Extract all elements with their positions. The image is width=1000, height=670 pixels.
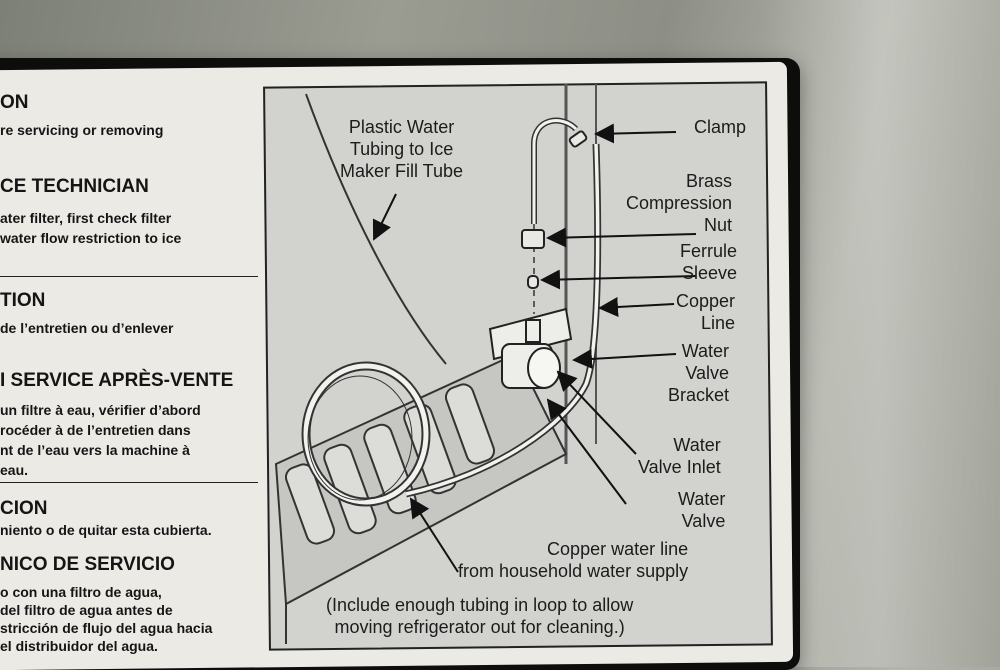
warning-line: el distribuidor del agua. (0, 638, 158, 654)
arrow-clamp (594, 123, 677, 144)
arrow-water-valve (546, 398, 627, 505)
warning-line: del filtro de agua antes de (0, 602, 173, 618)
arrow-brass-nut (546, 227, 697, 248)
divider (0, 276, 258, 277)
warning-line: de l’entretien ou d’enlever (0, 320, 174, 336)
warning-line: nt de l’eau vers la machine à (0, 442, 190, 458)
warning-heading: CION (0, 498, 48, 519)
warning-line: ater filter, first check filter (0, 210, 172, 226)
plastic-tubing (531, 117, 579, 224)
clamp (568, 130, 588, 148)
warning-line: rocéder à de l’entretien dans (0, 422, 191, 438)
warning-line: un filtre à eau, vérifier d’abord (0, 402, 201, 418)
water-line-diagram (274, 84, 697, 644)
warning-heading: ON (0, 92, 29, 113)
water-valve-inlet (527, 347, 561, 389)
warning-heading: TION (0, 290, 46, 311)
warning-heading: I SERVICE APRÈS-VENTE (0, 370, 234, 391)
warning-line: niento o de quitar esta cubierta. (0, 522, 212, 538)
warning-heading: CE TECHNICIAN (0, 176, 149, 197)
warning-line: o con una filtro de agua, (0, 584, 162, 600)
arrow-ferrule (540, 269, 697, 290)
warning-text-panel: ON re servicing or removing CE TECHNICIA… (0, 80, 262, 660)
arrow-copper-line (598, 297, 675, 318)
ferrule-sleeve (527, 275, 539, 289)
warning-heading: NICO DE SERVICIO (0, 554, 175, 575)
arrow-plastic-tubing (372, 193, 397, 241)
brass-compression-nut (521, 229, 545, 249)
warning-line: water flow restriction to ice (0, 230, 182, 246)
arrow-household-line (409, 497, 459, 573)
steel-reflection (760, 0, 1000, 667)
cabinet-base (274, 352, 568, 606)
arrow-valve-inlet (556, 370, 637, 455)
cabinet-edge (305, 93, 447, 365)
label-clamp: Clamp (694, 117, 747, 137)
divider (0, 482, 258, 483)
warning-line: eau. (0, 462, 29, 478)
warning-line: stricción de flujo del agua hacia (0, 620, 213, 636)
warning-line: re servicing or removing (0, 122, 164, 138)
arrow-valve-bracket (572, 348, 677, 369)
